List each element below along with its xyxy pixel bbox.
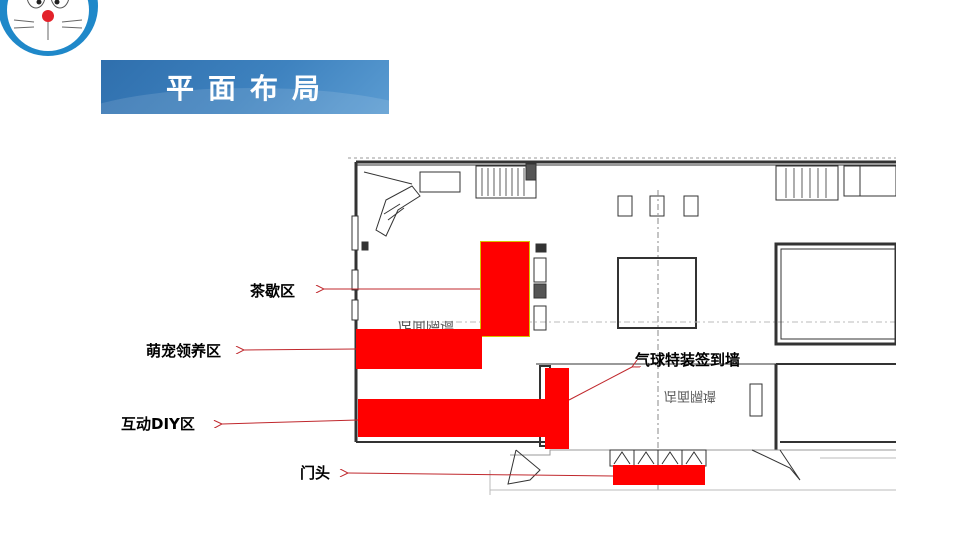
label-balloon-wall: 气球特装签到墙	[635, 351, 741, 369]
balloon-wall-zone	[545, 368, 569, 449]
label-entrance: 门头	[300, 464, 331, 482]
title-bar: 平面布局	[101, 60, 389, 114]
diy-zone	[358, 399, 548, 437]
diy-arrow	[222, 419, 359, 424]
plan-room-text-right: 店面隔墙	[664, 388, 716, 403]
label-tea-area: 茶歇区	[250, 282, 296, 300]
label-diy-area: 互动DIY区	[121, 415, 195, 433]
pet-adoption-zone	[356, 329, 482, 369]
entrance-zone	[613, 465, 705, 485]
mascot-logo	[0, 0, 98, 56]
tea-zone	[480, 241, 530, 337]
label-pet-adoption-area: 萌宠领养区	[146, 342, 222, 360]
floor-plan: 店面隔墙 店面隔墙	[348, 157, 896, 495]
page-title: 平面布局	[165, 72, 334, 105]
